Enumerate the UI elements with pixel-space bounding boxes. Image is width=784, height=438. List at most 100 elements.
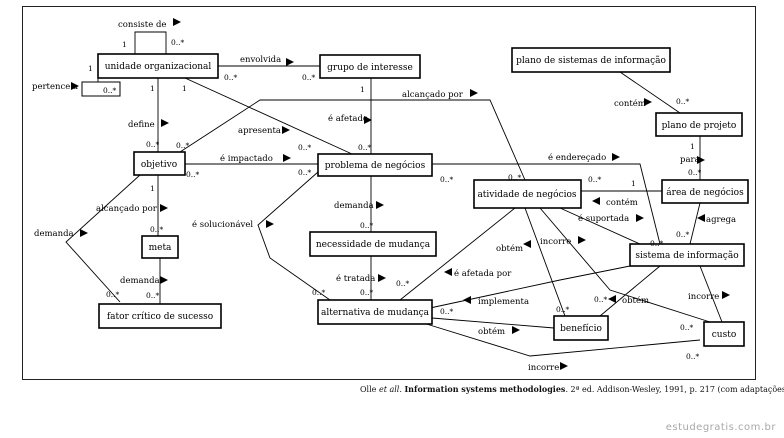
entity-boxes — [81, 47, 749, 347]
rel-contem-top: contém — [614, 98, 646, 109]
arrow-icon — [444, 268, 452, 276]
direction-arrows — [71, 18, 730, 370]
caption-separator: . — [399, 385, 405, 394]
arrow-icon — [512, 326, 520, 334]
rel-obtem-1: obtém — [496, 243, 523, 254]
label-necessidade-de-mudanca: necessidade de mudança — [316, 240, 431, 250]
line-apresenta — [184, 77, 353, 155]
line-agrega — [689, 202, 701, 245]
label-area-de-negocios: área de negócios — [666, 187, 744, 198]
multiplicity: 1 — [182, 84, 187, 93]
multiplicity: 0..* — [106, 290, 120, 299]
caption-et-al: et all — [378, 385, 400, 394]
rel-demanda-left: demanda — [34, 229, 74, 239]
line-consiste-de — [134, 31, 167, 54]
entity-labels: unidade organizacional grupo de interess… — [105, 55, 744, 340]
arrow-icon — [80, 229, 88, 237]
entity-relationship-diagram: unidade organizacional grupo de interess… — [32, 18, 749, 373]
multiplicity: 0..* — [396, 279, 410, 288]
multiplicity: 0..* — [298, 143, 312, 152]
line-incorre-2 — [699, 265, 723, 323]
label-custo: custo — [712, 330, 737, 340]
line-e-suportada — [559, 207, 641, 245]
label-objetivo: objetivo — [141, 160, 177, 170]
label-plano-de-sistemas: plano de sistemas de informação — [516, 55, 666, 66]
rel-e-afetada-por: é afetada por — [454, 268, 512, 279]
box-plano-de-sistemas — [511, 47, 671, 73]
multiplicity: 0..* — [556, 305, 570, 314]
watermark: estudegratis.com.br — [665, 422, 776, 433]
multiplicity: 0..* — [686, 352, 700, 361]
line-obtem-2 — [599, 265, 661, 317]
rel-implementa: implementa — [478, 297, 529, 307]
rel-alcancado-por-left: alcançado por — [96, 204, 158, 214]
label-meta: meta — [149, 243, 172, 253]
rel-e-enderecado: é endereçado — [548, 152, 606, 163]
multiplicity: 0..* — [676, 230, 690, 239]
rel-contem-mid: contém — [606, 197, 638, 208]
multiplicity: 0..* — [171, 38, 185, 47]
arrow-icon — [286, 58, 294, 66]
multiplicity: 0..* — [440, 307, 454, 316]
relationship-labels: consiste de pertence a envolvida alcança… — [32, 20, 736, 373]
box-atividade-de-negocios — [473, 179, 582, 209]
label-unidade-organizacional: unidade organizacional — [105, 62, 212, 72]
arrow-icon — [282, 126, 290, 134]
line-incorre-3 — [419, 321, 701, 357]
multiplicity: 0..* — [588, 175, 602, 184]
label-problema-de-negocios: problema de negócios — [325, 160, 426, 171]
line-obtem-1 — [524, 207, 566, 317]
multiplicity: 0..* — [440, 175, 454, 184]
arrow-icon — [612, 153, 620, 161]
line-e-enderecado — [432, 163, 661, 245]
arrow-icon — [523, 240, 531, 248]
arrow-icon — [697, 156, 705, 164]
multiplicity: 1 — [122, 40, 127, 49]
multiplicity-labels: 1 0..* 1 0..* 0..* 1 1 0..* 1 0..* 0..* … — [88, 38, 702, 361]
multiplicity: 0..* — [103, 86, 117, 95]
box-alternativa-de-mudanca — [317, 299, 433, 325]
multiplicity: 0..* — [688, 168, 702, 177]
arrow-icon — [722, 291, 730, 299]
multiplicity: 1 — [150, 84, 155, 93]
label-alternativa-de-mudanca: alternativa de mudança — [321, 308, 430, 318]
box-objetivo — [133, 151, 186, 176]
rel-e-solucionavel: é solucionável — [192, 219, 253, 230]
multiplicity: 1 — [631, 179, 636, 188]
multiplicity: 0..* — [302, 73, 316, 82]
rel-demanda-mid: demanda — [334, 201, 374, 211]
line-implementa — [429, 265, 631, 309]
caption-author: Olle — [360, 385, 379, 394]
multiplicity: 0..* — [146, 140, 160, 149]
multiplicity: 0..* — [594, 295, 608, 304]
multiplicity: 1 — [88, 64, 93, 73]
rel-incorre-1: incorre — [540, 237, 571, 247]
box-fator-critico — [98, 303, 222, 329]
box-area-de-negocios — [661, 179, 749, 204]
arrow-icon — [470, 89, 478, 97]
arrow-icon — [560, 362, 568, 370]
rel-incorre-3: incorre — [528, 363, 559, 373]
line-obtem-3 — [431, 317, 555, 329]
multiplicity: 0..* — [360, 288, 374, 297]
label-sistema-de-informacao: sistema de informação — [635, 250, 738, 261]
arrow-icon — [463, 296, 471, 304]
line-e-afetada-por — [399, 207, 516, 301]
box-meta — [141, 235, 179, 259]
label-plano-de-projeto: plano de projeto — [662, 121, 737, 131]
box-beneficio — [553, 315, 609, 341]
connection-lines — [65, 31, 723, 357]
box-pertence-a-self — [81, 81, 121, 97]
multiplicity: 1 — [690, 142, 695, 151]
rel-demanda-bottom: demanda — [120, 276, 160, 286]
rel-pertence-a: pertence a — [32, 82, 78, 92]
rel-apresenta: apresenta — [238, 126, 281, 136]
multiplicity: 0..* — [150, 225, 164, 234]
arrow-icon — [364, 116, 372, 124]
box-necessidade-de-mudanca — [309, 231, 437, 257]
box-unidade-organizacional — [97, 53, 219, 79]
multiplicity: 0..* — [146, 291, 160, 300]
arrow-icon — [578, 236, 586, 244]
label-beneficio: benefício — [560, 323, 602, 334]
box-problema-de-negocios — [317, 153, 433, 177]
